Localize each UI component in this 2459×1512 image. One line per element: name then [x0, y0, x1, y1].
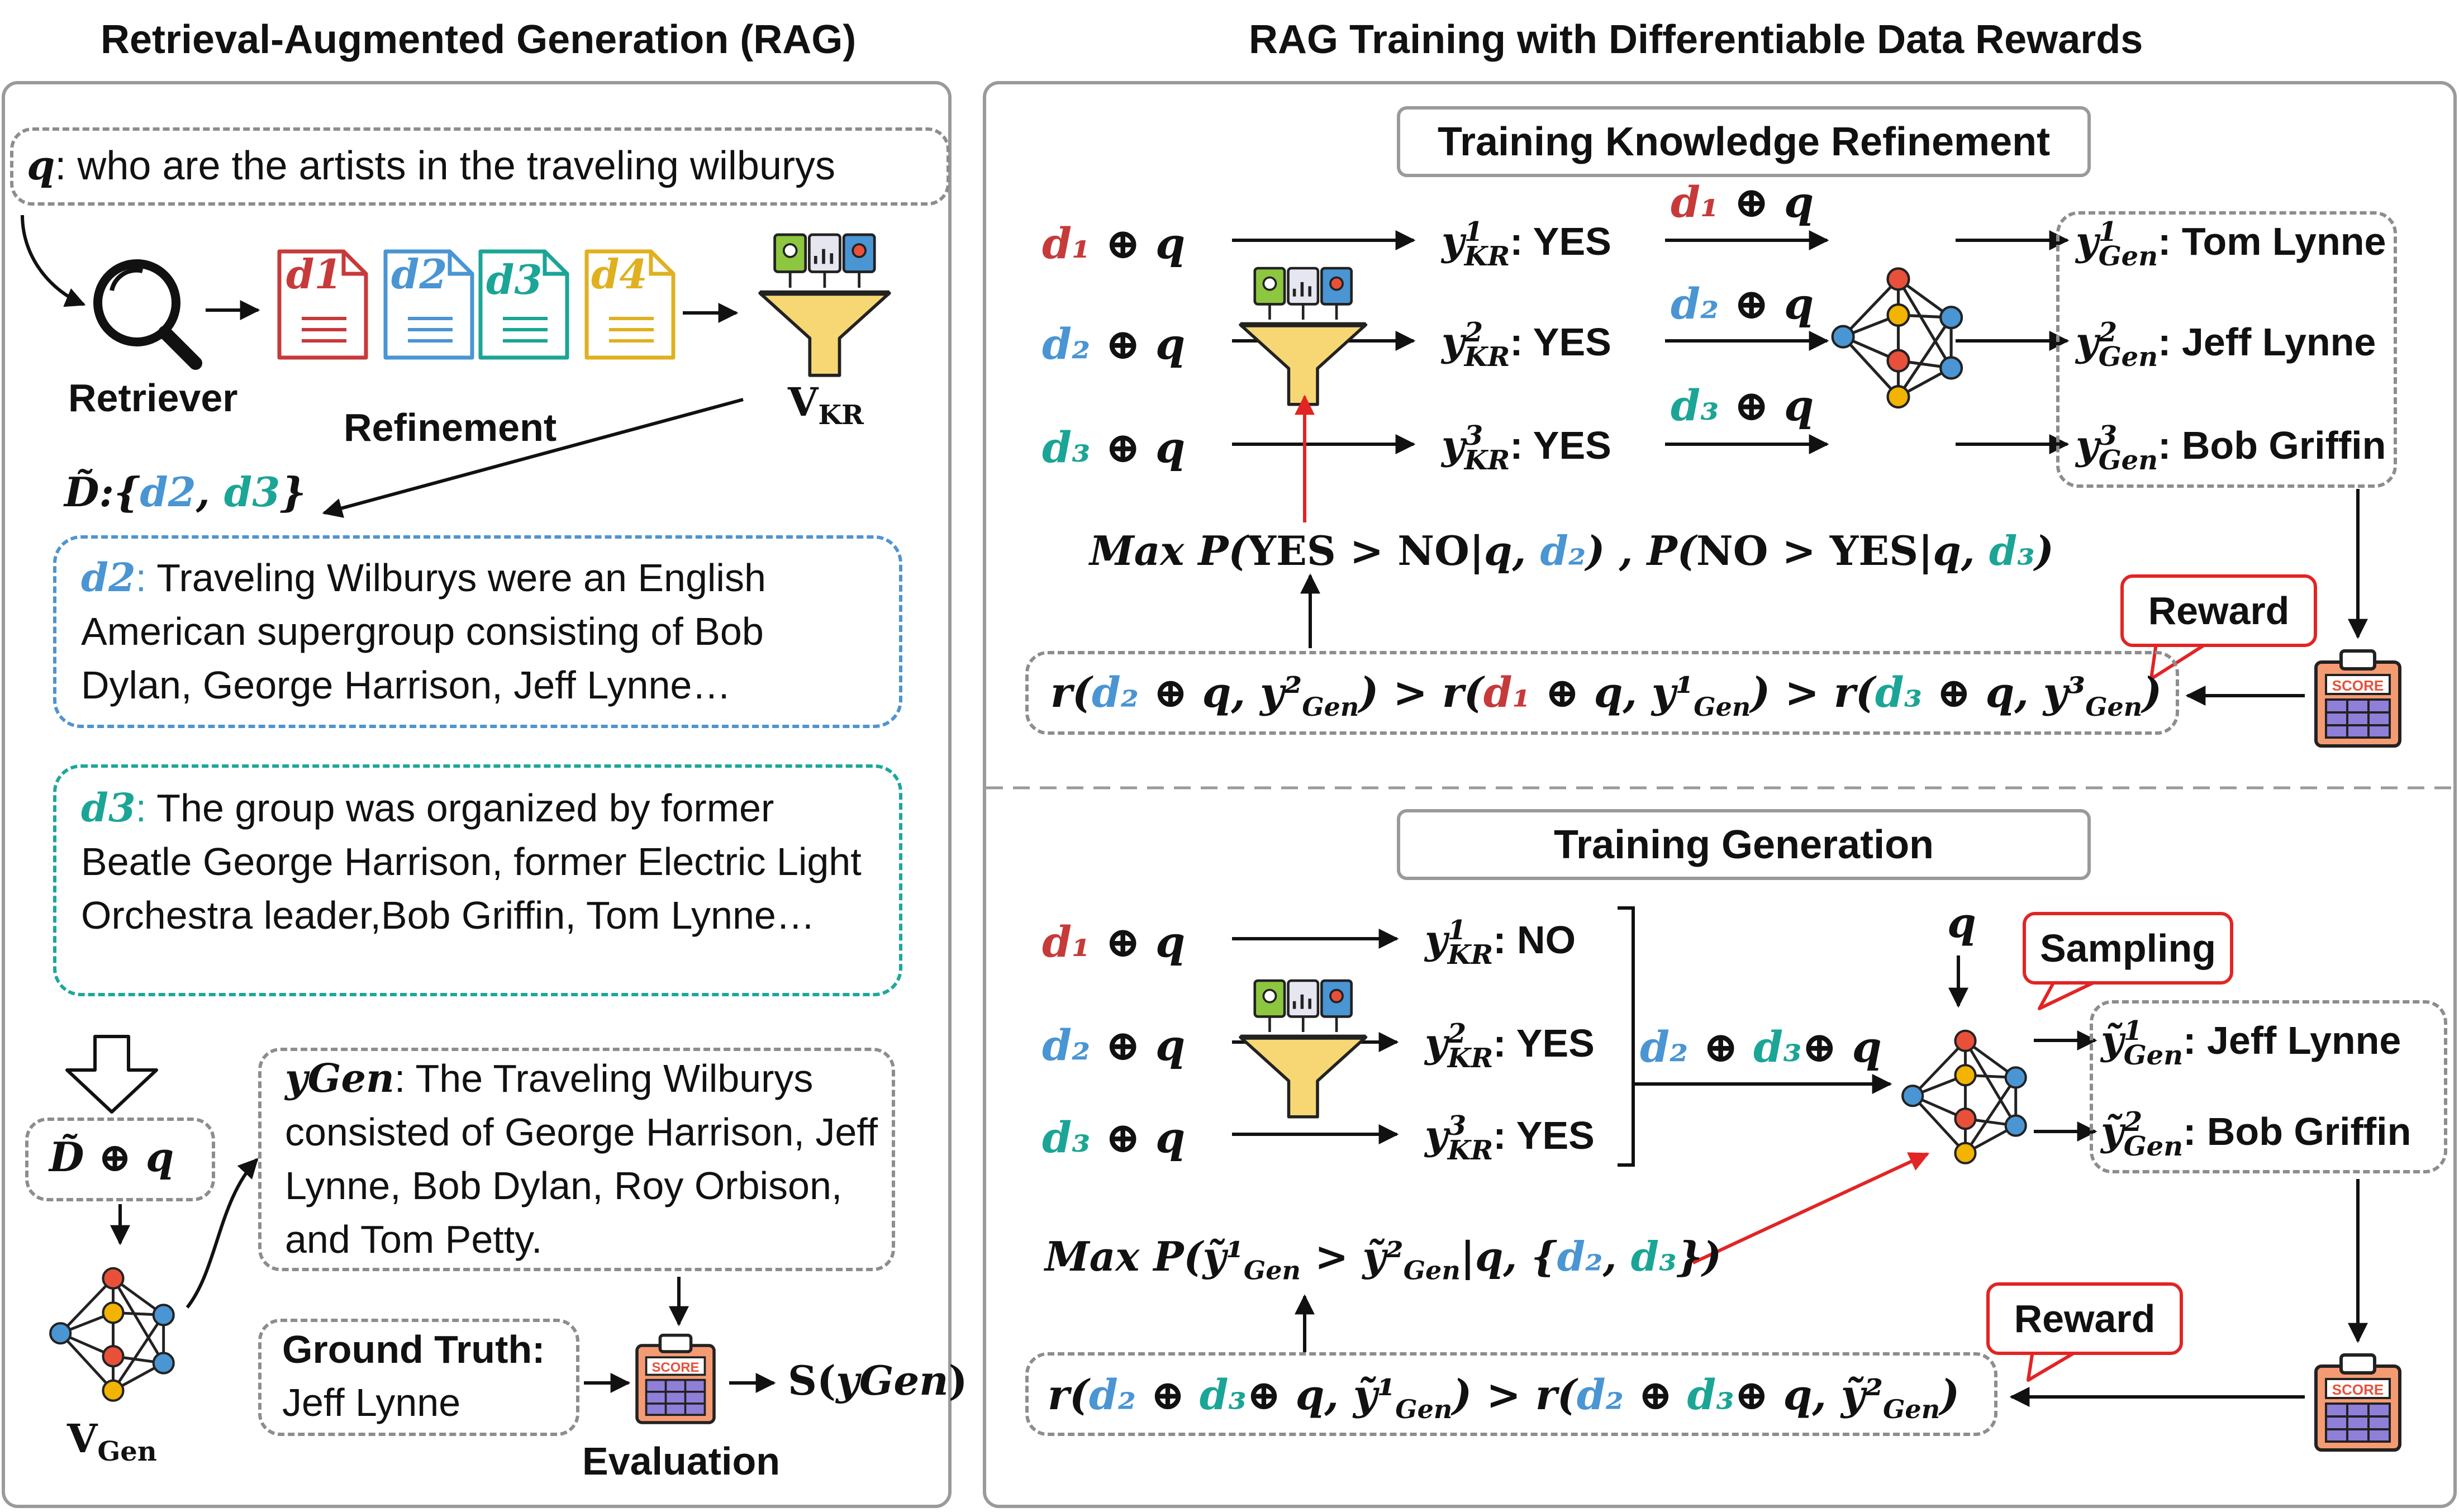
doc-d2-text: d2: Traveling Wilburys were an English A… [81, 554, 766, 707]
query-box [10, 127, 950, 206]
left-panel-frame [2, 81, 952, 1508]
retrieved-set-label: D̃:{d2, d3} [64, 468, 306, 516]
funnel-filter-icon [760, 235, 890, 375]
kr-reward-box [1025, 651, 2179, 735]
right-panel-title: RAG Training with Differentiable Data Re… [1249, 17, 2143, 62]
score-label: S(yGen) [788, 1357, 968, 1404]
ground-truth-value: Jeff Lynne [282, 1381, 461, 1424]
sampling-callout-tail [2038, 976, 2105, 1010]
kr-gen-input-3: d₃ ⊕ q [1671, 381, 1814, 430]
kr-reward-callout: Reward [2120, 574, 2317, 647]
doc-d4-label: d4 [591, 250, 648, 298]
kr-reward-expression: r(d₂ ⊕ q, y²Gen) > r(d₁ ⊕ q, y¹Gen) > r(… [1050, 669, 2162, 722]
kr-gen-input-2: d₂ ⊕ q [1671, 279, 1814, 329]
doc-d3-text: d3: The group was organized by former Be… [81, 784, 862, 937]
scoreboard-icon [2316, 1355, 2400, 1450]
vkr-label: VKR [788, 379, 864, 431]
funnel-filter-icon [1240, 268, 1366, 405]
gen-q-label: q [1947, 899, 1976, 947]
scoreboard-icon [637, 1335, 714, 1423]
vkr-to-dset-arrow [322, 398, 744, 518]
gen-objective-to-nn-arrow [1692, 1152, 1930, 1264]
sampling-callout: Sampling [2023, 912, 2233, 985]
document-icon [478, 249, 569, 360]
kr-input-2: d₂ ⊕ q [1042, 319, 1186, 369]
gen-input-2: d₂ ⊕ q [1042, 1020, 1186, 1070]
ground-truth-title: Ground Truth: [282, 1328, 545, 1371]
scoreboard-icon [2316, 651, 2400, 746]
kr-section-title: Training Knowledge Refinement [1397, 106, 2091, 177]
ygen-box [258, 1048, 895, 1271]
document-icon [584, 249, 676, 360]
gen-reward-callout: Reward [1986, 1282, 2183, 1355]
hollow-down-arrow-icon [65, 1035, 158, 1114]
kr-input-3: d₃ ⊕ q [1042, 422, 1186, 472]
doc-d2-box [53, 535, 902, 728]
gen-reward-box [1025, 1352, 1997, 1436]
kr-gen-input-1: d₁ ⊕ q [1671, 177, 1814, 227]
evaluation-label: Evaluation [582, 1439, 780, 1483]
kr-input-1: d₁ ⊕ q [1042, 218, 1186, 268]
kr-objective: Max P(YES > NO|q, d₂) , P(NO > YES|q, d₃… [1090, 527, 2054, 574]
funnel-filter-icon [1240, 981, 1366, 1117]
gen-section-title: Training Generation [1397, 809, 2091, 880]
left-panel-title: Retrieval-Augmented Generation (RAG) [101, 17, 857, 62]
query-to-retriever-arrow [21, 215, 86, 307]
gen-merged-input: d₂ ⊕ d₃⊕ q [1640, 1022, 1882, 1072]
doc-d3-box [53, 764, 902, 996]
right-panel-frame [983, 81, 2457, 1508]
dq-box [25, 1118, 215, 1201]
doc-d1-label: d1 [286, 250, 343, 298]
vgen-label: VGen [67, 1415, 157, 1467]
document-icon [383, 249, 474, 360]
neural-network-icon [50, 1268, 174, 1401]
gen-reward-expression: r(d₂ ⊕ d₃⊕ q, ỹ¹Gen) > r(d₂ ⊕ d₃⊕ q, ỹ²G… [1048, 1371, 1960, 1424]
vgen-to-ygen-arrow [186, 1158, 259, 1309]
doc-d2-label: d2 [391, 250, 448, 298]
gen-samples-box [2090, 1000, 2447, 1173]
gen-bracket [1618, 906, 1635, 1167]
gen-input-1: d₁ ⊕ q [1042, 917, 1186, 967]
ground-truth-box [258, 1319, 579, 1436]
kr-gen-output-box [2056, 211, 2397, 488]
gen-objective: Max P(ỹ¹Gen > ỹ²Gen|q, {d₂, d₃}) [1045, 1233, 1722, 1286]
ygen-text: yGen: The Traveling Wilburys consisted o… [285, 1055, 878, 1261]
query-text: q: who are the artists in the traveling … [27, 141, 835, 189]
refinement-label: Refinement [344, 406, 557, 449]
neural-network-icon [1902, 1031, 2026, 1163]
retriever-label: Retriever [68, 376, 238, 420]
document-icon [277, 249, 368, 360]
dq-label: D̃ ⊕ q [49, 1133, 174, 1181]
doc-d3-label: d3 [486, 256, 543, 303]
neural-network-icon [1833, 268, 1962, 407]
gen-input-3: d₃ ⊕ q [1042, 1112, 1186, 1162]
search-icon [93, 259, 202, 370]
